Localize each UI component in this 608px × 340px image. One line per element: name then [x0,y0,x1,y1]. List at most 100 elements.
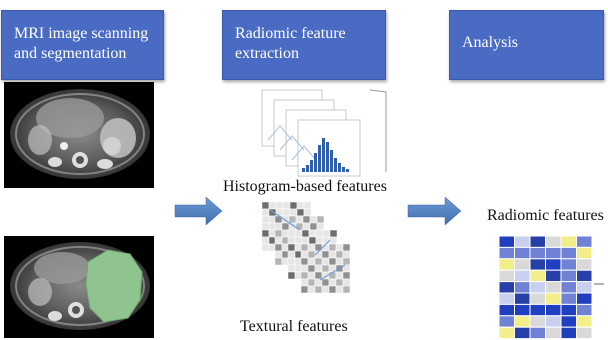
glcm-cell [307,271,316,280]
histogram-feature-stack [261,89,387,177]
heatmap-cell [514,235,531,248]
glcm-cell [296,208,305,217]
glcm-cell [261,243,270,252]
histogram-features-caption: Histogram-based features [223,178,387,195]
glcm-cell [335,257,344,266]
heatmap-cell [514,303,531,317]
mri-segmented-image [4,236,154,338]
glcm-cell [274,250,283,259]
heatmap-cell [514,281,531,294]
glcm-cell [314,264,323,273]
glcm-cell [261,208,270,217]
glcm-cell [307,278,316,287]
glcm-cell [321,250,330,259]
heatmap-cell [545,292,562,305]
heatmap-cell [529,292,546,305]
heatmap-cell [560,258,577,271]
glcm-cell [314,243,323,252]
glcm-cell [329,236,338,245]
heatmap-cell [545,303,562,317]
glcm-cell [268,201,277,210]
textural-features-caption: Textural features [240,318,348,335]
glcm-cell [314,285,323,294]
glcm-cell [308,229,317,238]
heatmap-cell [545,281,562,294]
glcm-cell [281,222,290,231]
glcm-cell [275,201,284,210]
heatmap-cell [545,246,562,260]
step-analysis-label: Analysis [462,34,518,51]
segmentation-mask [85,249,143,323]
heatmap-cell [514,292,531,305]
glcm-cell [282,201,291,210]
step-radiomic-line2: extraction [235,45,299,62]
heatmap-cell [545,258,562,271]
glcm-cell [300,257,309,266]
heatmap-cell [560,303,577,317]
glcm-cell [309,215,318,224]
heatmap-cell [576,315,593,328]
glcm-cell [287,229,296,238]
glcm-cell [328,243,337,252]
glcm-cell [295,215,304,224]
glcm-cell [287,257,296,266]
glcm-cell [342,271,351,280]
glcm-cell [328,278,337,287]
arrow-to-analysis [407,196,462,226]
step-radiomic-line1: Radiomic feature [235,25,346,42]
histogram-bars [302,138,349,172]
step-radiomic-box: Radiomic feature extraction [222,10,386,80]
arrow-to-extraction [174,196,223,226]
heatmap-cell [498,269,515,283]
glcm-cell [316,222,325,231]
heatmap-cell [498,258,515,271]
glcm-cell [289,208,298,217]
glcm-cell [309,222,318,231]
heatmap-cell [560,246,577,260]
heatmap-cell [545,315,562,328]
heatmap-cell [529,269,546,283]
glcm-cell [261,236,270,245]
glcm-cell [301,236,310,245]
heatmap-cell [529,326,546,340]
heatmap-cell [498,326,515,340]
glcm-cell [321,278,330,287]
glcm-direction-arrows [269,209,346,281]
heatmap-cell [560,326,577,340]
glcm-cell [315,229,324,238]
heatmap-cell [576,303,593,317]
glcm-cell [274,222,283,231]
glcm-cell [328,250,337,259]
glcm-cell [342,243,351,252]
glcm-cell [261,222,270,231]
glcm-cell [287,264,296,273]
glcm-cell [321,264,330,273]
glcm-cell [274,257,283,266]
textural-feature-stack [261,201,351,294]
mri-scan-image [4,82,154,188]
glcm-cell [274,236,283,245]
glcm-cell [300,278,309,287]
heatmap-cell [498,235,515,248]
step-analysis-box: Analysis [449,10,604,80]
heatmap-cell [576,235,593,248]
glcm-cell [329,229,338,238]
glcm-cell [300,264,309,273]
step-mri-box: MRI image scanning and segmentation [1,10,164,80]
heatmap-cell [529,315,546,328]
glcm-cell [328,285,337,294]
heatmap-cell [576,258,593,271]
heatmap-cell [529,246,546,260]
glcm-cell [314,257,323,266]
heatmap-cell [529,258,546,271]
glcm-cell [307,243,316,252]
heatmap-cell [498,292,515,305]
glcm-cell [300,285,309,294]
glcm-cell [316,215,325,224]
glcm-cell [342,285,351,294]
glcm-cell [315,236,324,245]
glcm-cell [300,271,309,280]
step-mri-line2: and segmentation [14,45,127,62]
